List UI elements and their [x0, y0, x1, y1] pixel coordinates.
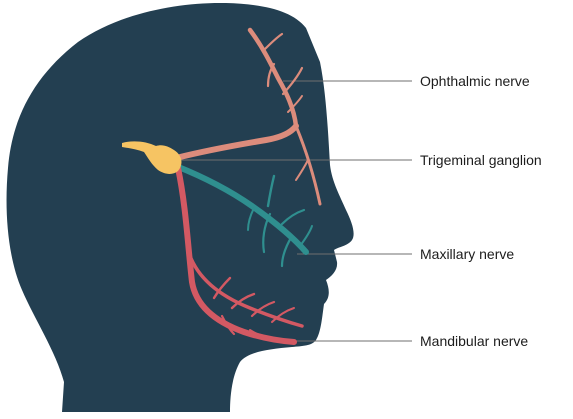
label-maxillary-nerve: Maxillary nerve	[420, 246, 514, 262]
label-trigeminal-ganglion: Trigeminal ganglion	[420, 152, 542, 168]
trigeminal-ganglion	[122, 141, 182, 174]
mandibular-nerve	[175, 165, 304, 345]
labels: Ophthalmic nerve Trigeminal ganglion Max…	[420, 73, 542, 349]
trigeminal-ganglion-shape	[122, 141, 182, 174]
head-silhouette	[6, 2, 354, 413]
label-mandibular-nerve: Mandibular nerve	[420, 333, 528, 349]
ophthalmic-nerve	[173, 27, 322, 206]
leader-lines	[180, 80, 412, 342]
label-ophthalmic-nerve: Ophthalmic nerve	[420, 73, 530, 89]
maxillary-nerve	[173, 163, 313, 268]
